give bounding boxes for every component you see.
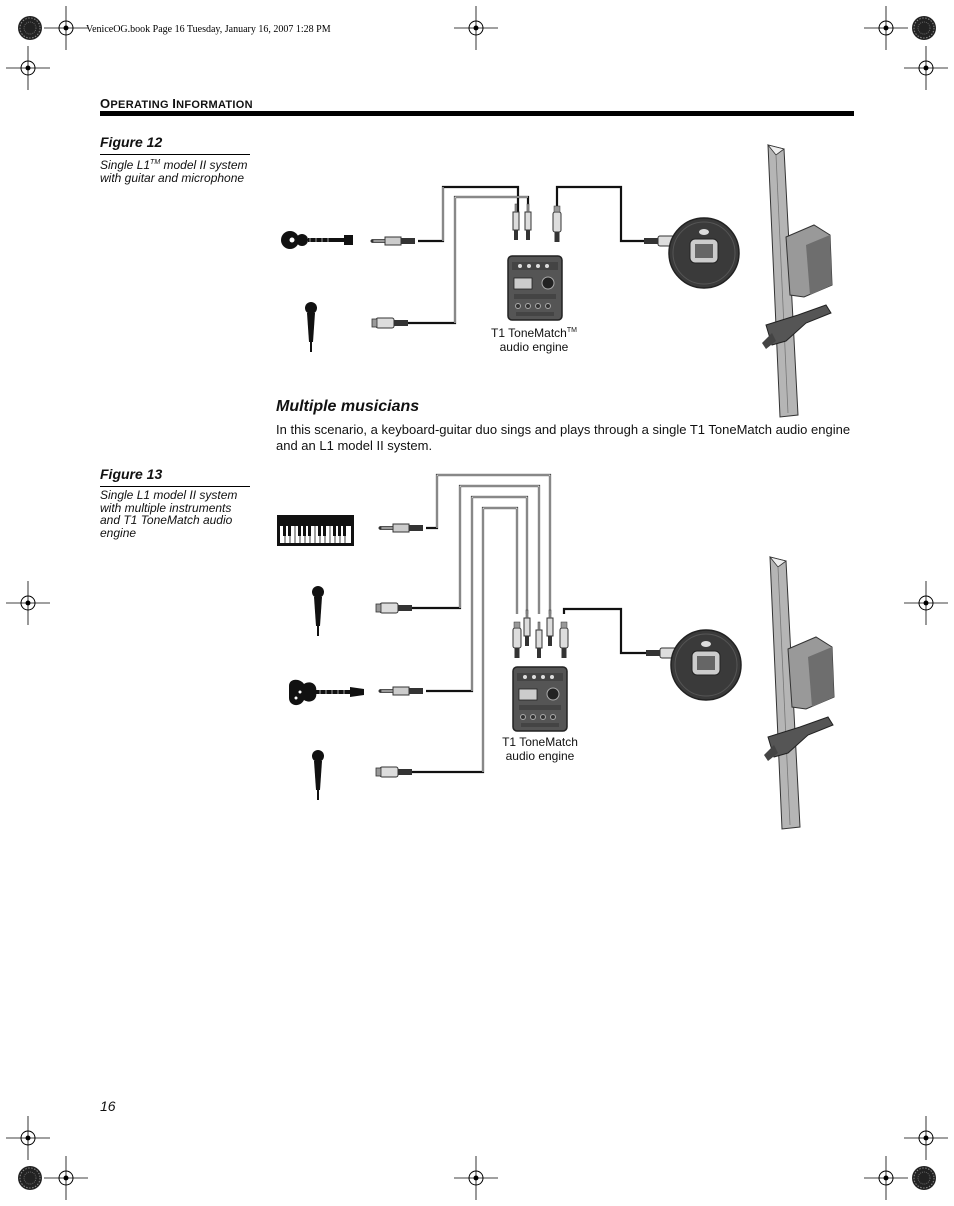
acoustic-guitar-icon (281, 231, 353, 249)
figure13-title: Figure 13 (100, 466, 163, 482)
multiple-musicians-heading: Multiple musicians (276, 398, 420, 415)
figure13-engine-label: T1 ToneMatch audio engine (502, 735, 578, 763)
figure12-engine-label: T1 ToneMatchTM audio engine (491, 326, 577, 354)
t1-tonematch-engine (507, 255, 563, 321)
microphone-icon-1 (311, 585, 325, 637)
figure12-title: Figure 12 (100, 134, 163, 150)
figure13-caption: Single L1 model II system with multiple … (100, 488, 238, 540)
microphone-icon-2 (311, 749, 325, 801)
keyboard-icon (277, 515, 354, 546)
microphone-icon (304, 301, 318, 353)
multiple-musicians-body: In this scenario, a keyboard-guitar duo … (276, 422, 851, 453)
t1-tonematch-engine-2 (512, 666, 568, 732)
figure12-caption: Single L1TM model II system with guitar … (100, 158, 248, 185)
l1-system-2 (670, 556, 835, 830)
figure13-rule (100, 486, 250, 487)
book-slug: VeniceOG.book Page 16 Tuesday, January 1… (86, 24, 331, 35)
section-title: OPERATING INFORMATION (100, 96, 253, 111)
figure12-rule (100, 154, 250, 155)
section-rule (100, 111, 854, 116)
l1-system (668, 144, 833, 418)
page-number: 16 (100, 1098, 116, 1114)
electric-guitar-icon (289, 679, 364, 706)
